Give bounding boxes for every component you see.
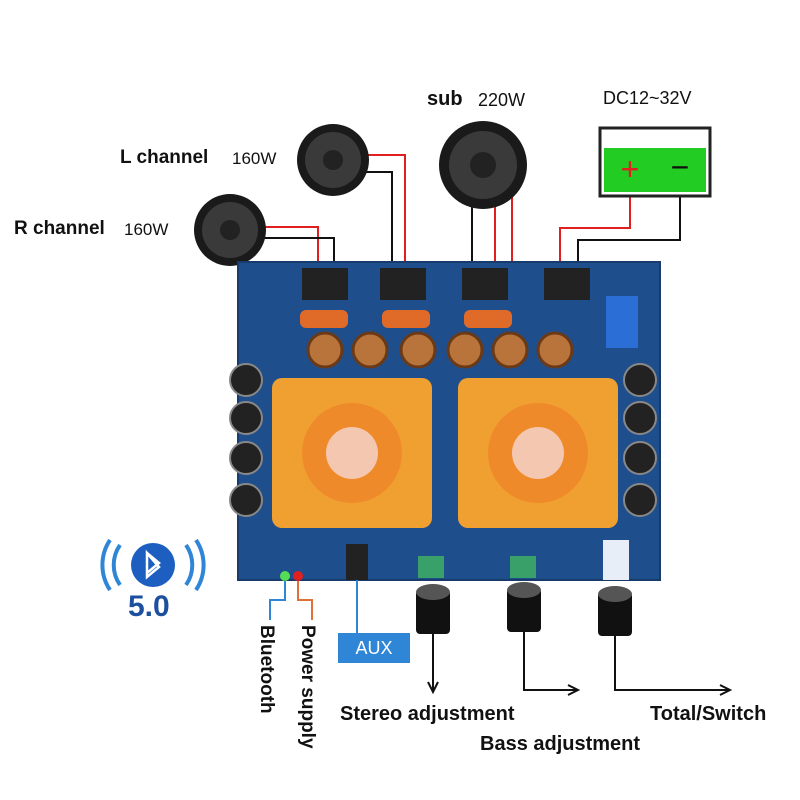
knob-bass[interactable] [507, 582, 541, 632]
aux-label: AUX [338, 633, 410, 663]
knob-total[interactable] [598, 586, 632, 636]
knob-stereo[interactable] [416, 584, 450, 634]
speaker-wires [255, 154, 681, 275]
power-supply-indicator-label: Power supply [297, 625, 318, 749]
l-channel-power-label: 160W [232, 149, 277, 168]
bass-adjustment-label: Bass adjustment [480, 733, 641, 755]
l-channel-label: L channel [120, 147, 209, 168]
speaker-sub [439, 121, 527, 209]
bluetooth-version-label: 5.0 [128, 590, 170, 623]
pointer-lines [427, 632, 733, 696]
speaker-l-channel [297, 124, 369, 196]
sub-power-label: 220W [478, 90, 526, 110]
battery-icon: + − [598, 126, 712, 198]
speaker-r-channel [194, 194, 266, 266]
bluetooth-icon [100, 538, 206, 592]
pcb-board [229, 261, 661, 581]
total-switch-label: Total/Switch [650, 703, 767, 725]
svg-text:−: − [671, 149, 690, 185]
sub-label: sub [427, 88, 463, 110]
bluetooth-indicator-label: Bluetooth [256, 625, 277, 714]
r-channel-label: R channel [14, 218, 105, 239]
svg-text:+: + [621, 151, 640, 187]
r-channel-power-label: 160W [124, 220, 169, 239]
indicator-lines [269, 580, 358, 633]
stereo-adjustment-label: Stereo adjustment [340, 703, 515, 725]
dc-voltage-label: DC12~32V [603, 88, 692, 108]
